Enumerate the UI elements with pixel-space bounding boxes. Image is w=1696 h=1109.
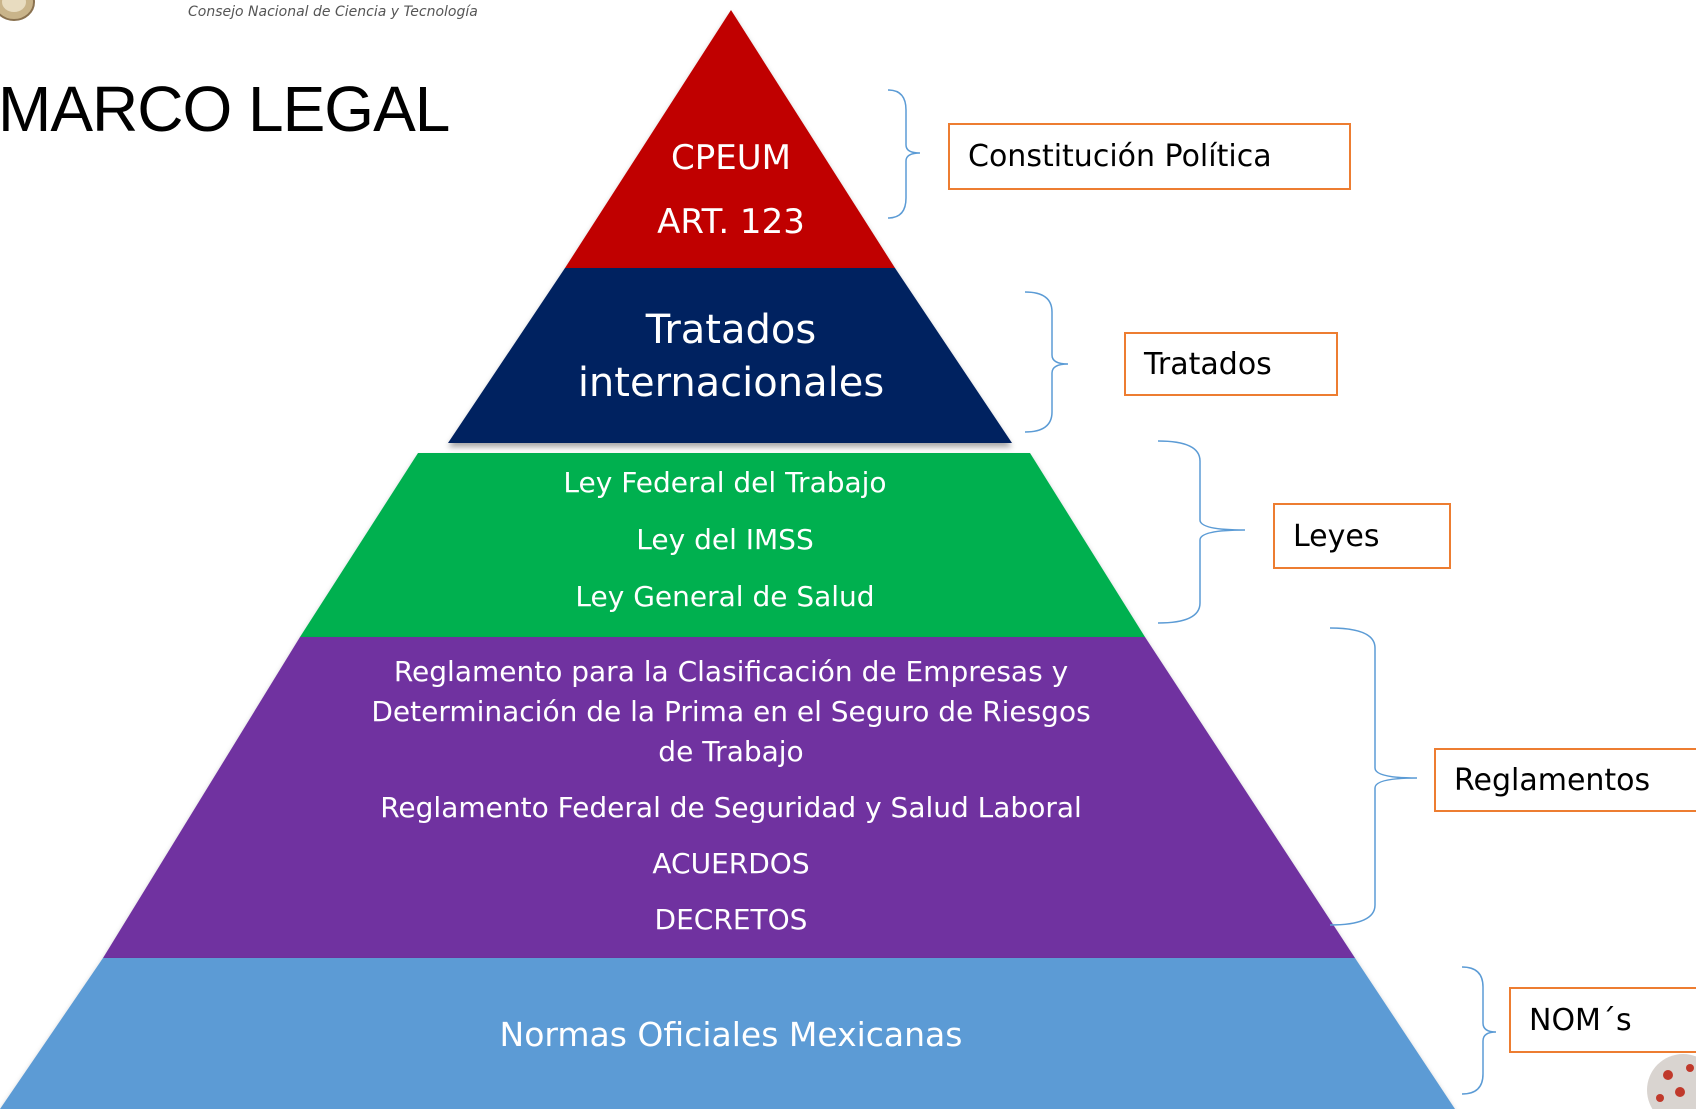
tier-line: ACUERDOS (652, 847, 810, 880)
brace-tratados (1024, 291, 1069, 433)
tier-line: CPEUM (671, 138, 791, 178)
tier-cpeum (565, 10, 895, 268)
label-tratados: Tratados (1124, 332, 1338, 396)
tier-leyes (300, 453, 1145, 637)
label-leyes: Leyes (1273, 503, 1451, 569)
tier-line: Tratados (645, 307, 817, 353)
tier-tratados (448, 268, 1012, 443)
tier-line: Reglamento para la Clasificación de Empr… (393, 655, 1069, 688)
tier-tratados-text: Tratados internacionales (578, 304, 884, 410)
tier-line: ART. 123 (657, 202, 805, 242)
tier-line: Reglamento Federal de Seguridad y Salud … (380, 791, 1082, 824)
coat-of-arms-icon (0, 0, 35, 21)
brace-noms (1461, 966, 1497, 1095)
tier-line: Ley del IMSS (636, 523, 814, 556)
tier-line: Determinación de la Prima en el Seguro d… (371, 695, 1091, 728)
brace-constitucion (887, 89, 921, 219)
tier-leyes-text: Ley Federal del Trabajo Ley del IMSS Ley… (563, 454, 886, 625)
brace-reglamentos (1329, 627, 1418, 926)
brace-leyes (1157, 440, 1246, 624)
tier-line: Ley General de Salud (575, 580, 875, 613)
page-title: MARCO LEGAL (0, 73, 450, 145)
virus-image (1647, 1054, 1696, 1109)
tier-line: internacionales (577, 360, 885, 406)
label-noms: NOM´s (1509, 987, 1696, 1053)
tier-line: Ley Federal del Trabajo (563, 466, 887, 499)
label-reglamentos: Reglamentos (1434, 748, 1696, 812)
org-name: Consejo Nacional de Ciencia y Tecnología (188, 4, 478, 20)
label-constitucion: Constitución Política (948, 123, 1351, 190)
tier-line: Normas Oficiales Mexicanas (499, 1015, 963, 1054)
tier-noms (0, 958, 1455, 1109)
tier-reglamentos-text: Reglamento para la Clasificación de Empr… (371, 652, 1090, 940)
tier-reglamentos (103, 637, 1355, 958)
tier-noms-text: Normas Oficiales Mexicanas (500, 1013, 963, 1057)
tier-line: de Trabajo (658, 735, 804, 768)
tier-cpeum-text: CPEUM ART. 123 (657, 126, 805, 254)
tier-line: DECRETOS (654, 903, 808, 936)
